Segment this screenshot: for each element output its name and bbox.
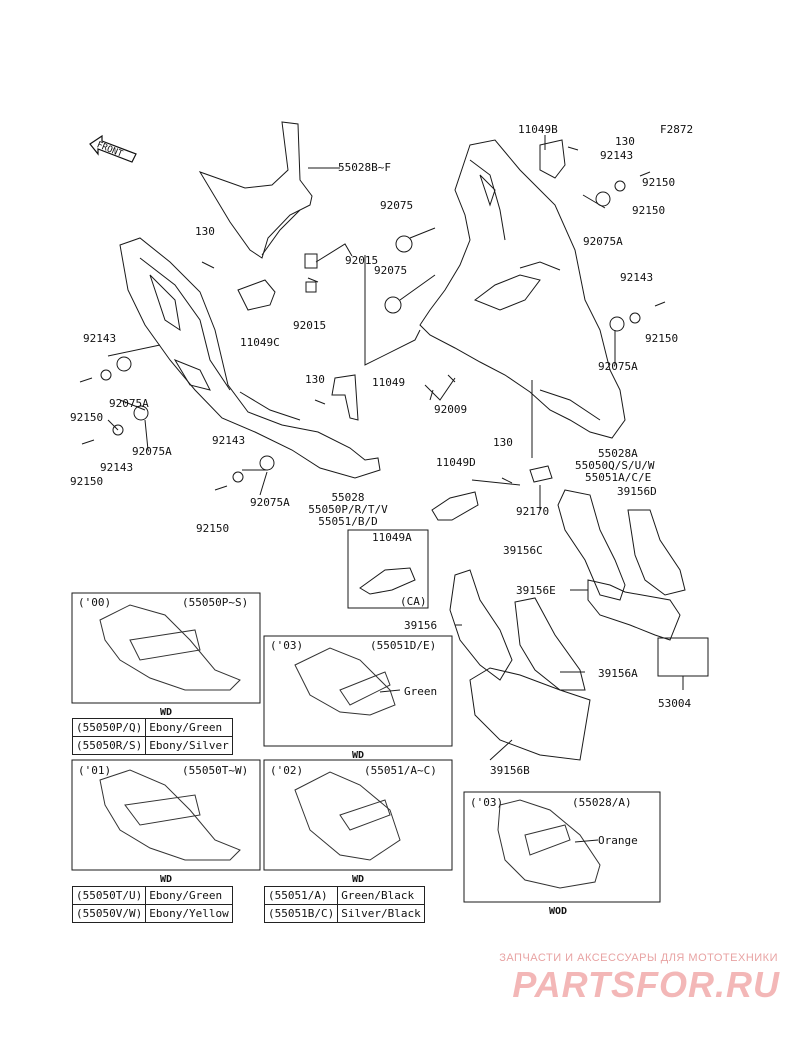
part-label: 92009 [434,403,468,416]
inset-caption: WOD [548,906,568,917]
part-label: 92075A [109,397,149,410]
inset-year: ('03) [470,796,504,809]
part-label: 55028A [598,447,638,460]
table-cell: (55050R/S) [71,736,147,755]
front-arrow-icon [89,134,137,163]
part-label: 92143 [100,461,134,474]
part-label: 92075 [380,199,414,212]
table-cell: Ebony/Silver [145,736,233,755]
inset-caption: WD [351,874,365,885]
part-label: 39156C [503,544,543,557]
figure-code: F2872 [660,123,694,136]
table-cell: (55050V/W) [71,904,147,923]
part-label: 55028B~F [338,161,391,174]
upper-cowl-shape [198,121,313,259]
table-cell: Ebony/Green [145,886,233,905]
inset-color-label: Green [404,685,438,698]
inset-part: (55051D/E) [370,639,437,652]
part-label: 11049A [372,531,412,544]
part-label: 92143 [212,434,246,447]
inset-part: (55028/A) [572,796,632,809]
table-cell: Silver/Black [337,904,425,923]
inset-year: ('02) [270,764,304,777]
table-cell: Ebony/Yellow [145,904,233,923]
part-label: 55051A/C/E [585,471,652,484]
part-label: 11049 [372,376,406,389]
table-cell: Ebony/Green [145,718,233,737]
part-label: 39156D [617,485,657,498]
part-label: 92143 [600,149,634,162]
part-label: 55028 [331,491,365,504]
part-label: 92150 [642,176,676,189]
part-label: 92143 [83,332,117,345]
color-table: (55051/A)Green/Black (55051B/C)Silver/Bl… [263,886,425,923]
inset-part: (55051/A~C) [364,764,437,777]
color-table: (55050P/Q)Ebony/Green (55050R/S)Ebony/Si… [71,718,233,755]
table-cell: (55051B/C) [263,904,339,923]
inset-part: (55050P~S) [182,596,249,609]
panel-39156b [469,667,591,761]
part-label: (CA) [400,595,427,608]
part-label: 92170 [516,505,550,518]
part-label: 130 [305,373,325,386]
part-label: 11049C [240,336,280,349]
part-label: 92150 [632,204,666,217]
part-label: 130 [493,436,513,449]
part-label: 92143 [620,271,654,284]
inset-year: ('03) [270,639,304,652]
part-label: 92150 [645,332,679,345]
table-cell: Green/Black [337,886,425,905]
part-label: 130 [615,135,635,148]
color-table: (55050T/U)Ebony/Green (55050V/W)Ebony/Ye… [71,886,233,923]
part-label: 39156A [598,667,638,680]
part-label: 55051/B/D [318,515,378,528]
part-label: 92075A [598,360,638,373]
part-label: 92150 [70,411,104,424]
part-label: 92075 [374,264,408,277]
panel-53004 [657,637,709,677]
inset-caption: WD [159,874,173,885]
panel-39156e [587,579,681,641]
part-label: 53004 [658,697,692,710]
part-label: 39156E [516,584,556,597]
part-label: 39156B [490,764,530,777]
part-label: 11049D [436,456,476,469]
panel-39156d [627,509,686,596]
table-cell: (55050T/U) [71,886,147,905]
part-label: 92075A [250,496,290,509]
inset-caption: WD [159,707,173,718]
part-label: 92015 [345,254,379,267]
left-fairing-shape [119,237,381,479]
inset-part: (55050T~W) [182,764,249,777]
part-label: 92075A [583,235,623,248]
panel-39156c [557,489,626,601]
panel-39156a [514,597,586,691]
part-label: 130 [195,225,215,238]
inset-year: ('00) [78,596,112,609]
part-label: 55050Q/S/U/W [575,459,655,472]
table-cell: (55050P/Q) [71,718,147,737]
part-label: 92015 [293,319,327,332]
inset-year: ('01) [78,764,112,777]
inset-color-label: Orange [598,834,638,847]
table-cell: (55051/A) [263,886,339,905]
part-label: 92150 [70,475,104,488]
part-label: 92150 [196,522,230,535]
right-fairing-shape [419,139,626,439]
part-label: 39156 [404,619,438,632]
part-label: 11049B [518,123,558,136]
part-label: 92075A [132,445,172,458]
watermark-tagline: ЗАПЧАСТИ И АКСЕССУАРЫ ДЛЯ МОТОТЕХНИКИ [499,952,778,964]
watermark-logo: PARTSFOR.RU [512,964,780,1005]
inset-caption: WD [351,750,365,761]
part-label: 55050P/R/T/V [308,503,388,516]
